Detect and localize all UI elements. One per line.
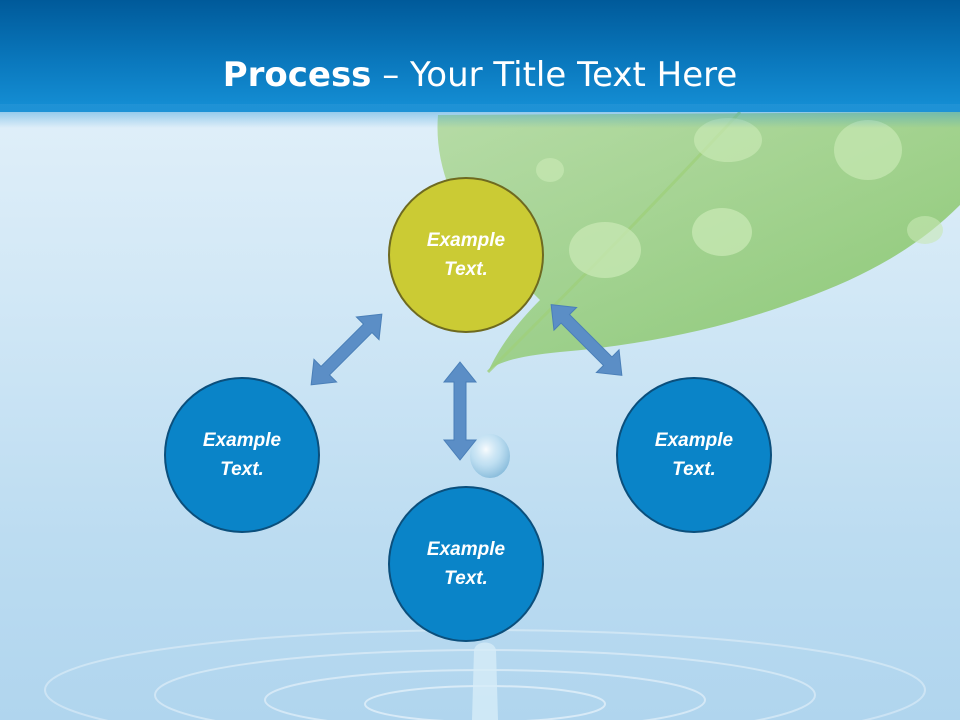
falling-water-drop: [470, 434, 510, 478]
double-arrow-vertical: [442, 361, 478, 461]
leaf-droplet: [694, 118, 762, 162]
leaf-droplet: [536, 158, 564, 182]
node-left-text: Example Text.: [202, 430, 282, 480]
slide-title: Process – Your Title Text Here: [0, 50, 960, 100]
node-top-text: Example Text.: [426, 230, 506, 280]
process-node-left: Example Text.: [164, 377, 320, 533]
process-node-top: Example Text.: [388, 177, 544, 333]
double-arrow-top-left: [310, 313, 383, 386]
leaf-droplet: [569, 222, 641, 278]
water-splash-column: [472, 642, 498, 720]
process-node-bottom: Example Text.: [388, 486, 544, 642]
header-bar: [0, 0, 960, 112]
node-bottom-text: Example Text.: [426, 539, 506, 589]
node-right-text: Example Text.: [654, 430, 734, 480]
header-fade: [0, 104, 960, 128]
leaf-droplet: [692, 208, 752, 256]
leaf-droplet: [907, 216, 943, 244]
title-bold: Process: [222, 55, 372, 95]
double-arrow-top-right: [550, 304, 623, 376]
leaf-droplet: [834, 120, 902, 180]
title-rest: – Your Title Text Here: [371, 55, 738, 95]
process-node-right: Example Text.: [616, 377, 772, 533]
